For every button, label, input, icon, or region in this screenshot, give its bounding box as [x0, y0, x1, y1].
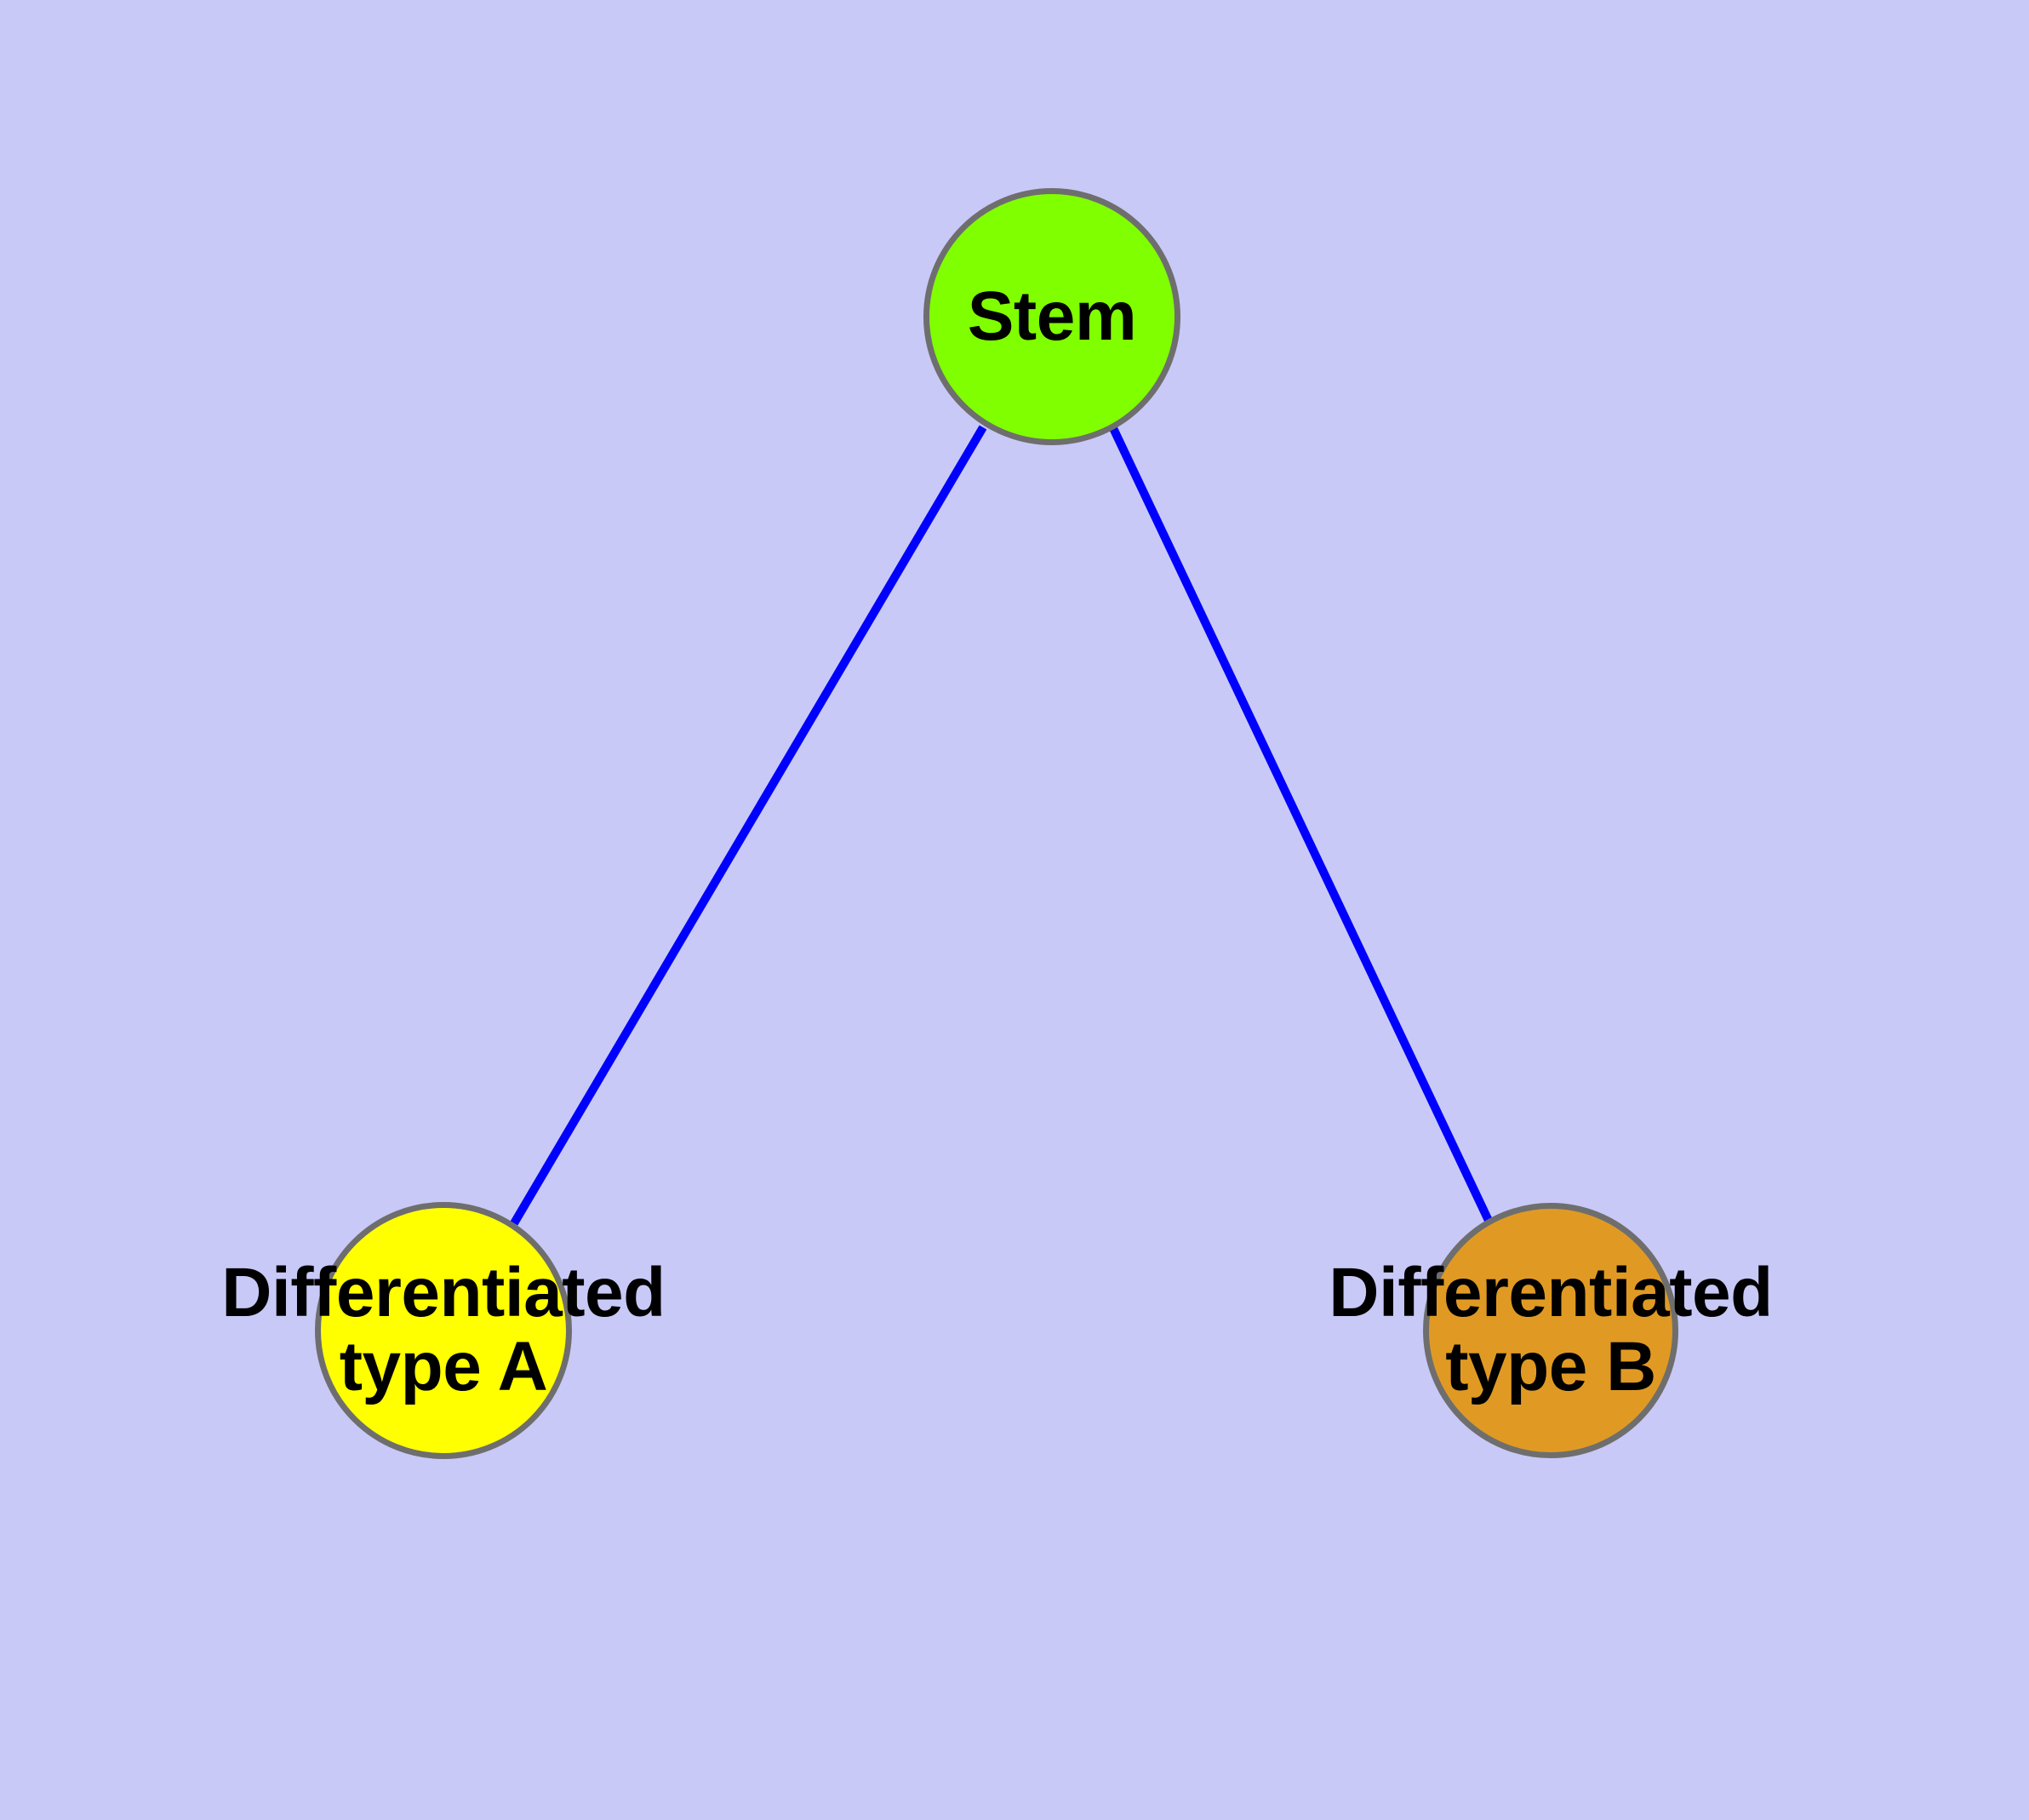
node-differentiated-type-b-circle[interactable] [1423, 1203, 1678, 1458]
edge-stem-to-differentiated-type-a [510, 425, 987, 1226]
node-differentiated-type-a-circle[interactable] [315, 1202, 572, 1459]
node-stem-circle[interactable] [923, 188, 1180, 445]
edge-stem-to-differentiated-type-b [1109, 426, 1495, 1227]
